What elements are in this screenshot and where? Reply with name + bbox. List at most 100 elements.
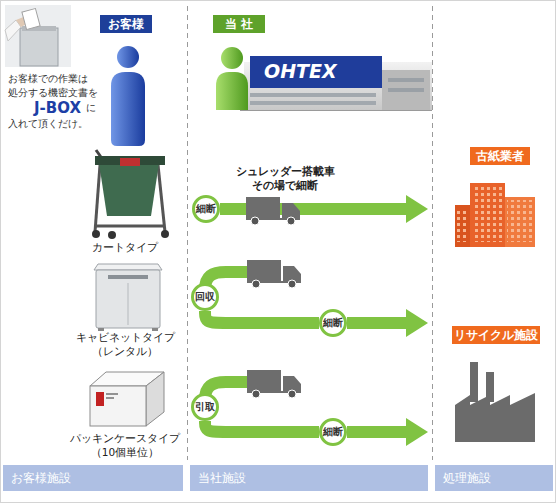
circle-outline xyxy=(194,197,219,222)
process-circle: 引取 xyxy=(191,393,219,421)
process-label: 細断 xyxy=(323,425,343,439)
company-sign: OHTEX xyxy=(264,60,337,82)
cart-illustration xyxy=(108,231,116,239)
circle-outline xyxy=(321,420,346,445)
cabinet-illustration xyxy=(94,264,162,270)
note-text: 処分する機密文書を xyxy=(8,86,98,100)
cart-illustration xyxy=(92,150,169,239)
cart-illustration xyxy=(95,156,165,165)
company-building xyxy=(382,70,430,110)
paper-dealer-building xyxy=(455,183,535,247)
zone-divider xyxy=(187,6,188,460)
paper-dealer-building xyxy=(455,205,470,247)
truck-icon xyxy=(246,197,300,225)
note-text: 入れて頂くだけ。 xyxy=(8,117,88,131)
cabinet-illustration xyxy=(108,275,148,279)
recycling-factory xyxy=(455,362,535,442)
company-building xyxy=(250,101,376,105)
company-building xyxy=(250,56,382,88)
zone-label: 当社施設 xyxy=(198,470,246,487)
company-building xyxy=(240,56,432,111)
cart-illustration xyxy=(161,230,169,238)
customer-figure xyxy=(111,72,145,146)
destination: リサイクル施設 xyxy=(428,314,550,446)
cabinet-illustration xyxy=(96,270,160,328)
photo xyxy=(5,5,71,67)
zone-divider xyxy=(188,6,433,460)
cabinet-illustration xyxy=(128,283,129,325)
paper-dealer-building xyxy=(507,200,533,242)
connector-group xyxy=(205,209,406,432)
packing-case-illustration xyxy=(96,392,104,406)
cabinet-illustration xyxy=(98,328,104,331)
header-text: お客様 xyxy=(108,17,144,32)
cart-illustration xyxy=(120,158,140,166)
zone-divider xyxy=(432,6,433,460)
cabinet-illustration xyxy=(94,264,162,331)
customer-figure xyxy=(111,46,145,146)
zone-label: お客様施設 xyxy=(11,470,71,487)
cart-illustration xyxy=(158,165,165,232)
circle-outline xyxy=(193,285,218,310)
header-tag: 当 社 xyxy=(213,15,265,33)
truck-caption: シュレッダー搭載車 その場で細断 xyxy=(230,165,340,193)
paper-dealer-building xyxy=(472,186,503,242)
truck-icon xyxy=(247,260,301,288)
process-circle: 回収 xyxy=(191,283,219,311)
item-caption: キャビネットタイプ （レンタル） xyxy=(68,330,182,358)
staff-figure xyxy=(216,72,248,110)
company-building xyxy=(250,93,376,97)
flow-arrow xyxy=(205,421,319,432)
process-circle: 細断 xyxy=(319,418,347,446)
destination-label: 古紙業者 xyxy=(470,147,530,165)
note-text: お客様での作業は xyxy=(8,72,88,86)
item-caption: カートタイプ xyxy=(92,240,158,254)
staff-figure xyxy=(216,47,248,110)
cart-illustration xyxy=(99,163,159,216)
packing-case-illustration xyxy=(106,398,114,399)
circle-outline xyxy=(321,311,346,336)
process-label: 細断 xyxy=(196,202,216,216)
item-card: キャビネットタイプ （レンタル） xyxy=(65,262,185,358)
company-building xyxy=(388,88,424,92)
paper-dealer-building xyxy=(505,197,535,247)
destination: 古紙業者 xyxy=(428,140,550,252)
zone-band: 処理施設 xyxy=(435,465,553,491)
zone-band: お客様施設 xyxy=(3,465,183,491)
flow-arrow xyxy=(347,317,406,329)
destination-label: リサイクル施設 xyxy=(452,326,540,344)
item-caption: パッキンケースタイプ （10個単位） xyxy=(68,431,182,459)
recycling-factory xyxy=(455,393,535,442)
process-circle: 細断 xyxy=(319,309,347,337)
recycling-factory xyxy=(470,362,478,402)
circle-outline xyxy=(193,395,218,420)
truck-icon xyxy=(247,370,301,398)
process-label: 細断 xyxy=(323,316,343,330)
photo xyxy=(20,28,58,66)
customer-figure xyxy=(117,46,139,68)
paper-dealer-building xyxy=(470,183,505,247)
packing-case-illustration xyxy=(106,394,118,395)
process-circle: 細断 xyxy=(192,195,220,223)
process-label: 回収 xyxy=(195,290,215,304)
process-label: 引取 xyxy=(195,400,215,414)
cabinet-illustration xyxy=(152,328,158,331)
product-name: J-BOX xyxy=(34,99,81,117)
header-tag: お客様 xyxy=(100,15,152,33)
cart-illustration xyxy=(95,165,100,232)
flow-arrow xyxy=(205,311,319,323)
paper-dealer-building xyxy=(457,208,469,242)
zone-label: 処理施設 xyxy=(443,470,491,487)
flow-arrow xyxy=(347,426,406,438)
header-text: 当 社 xyxy=(225,17,253,32)
cart-illustration xyxy=(92,230,100,238)
staff-figure xyxy=(221,47,243,69)
zone-band: 当社施設 xyxy=(190,465,428,491)
cart-illustration xyxy=(95,225,165,228)
photo xyxy=(22,8,40,29)
company-building xyxy=(388,78,424,82)
item-card: カートタイプ xyxy=(70,148,180,254)
packing-case-illustration xyxy=(90,372,164,426)
